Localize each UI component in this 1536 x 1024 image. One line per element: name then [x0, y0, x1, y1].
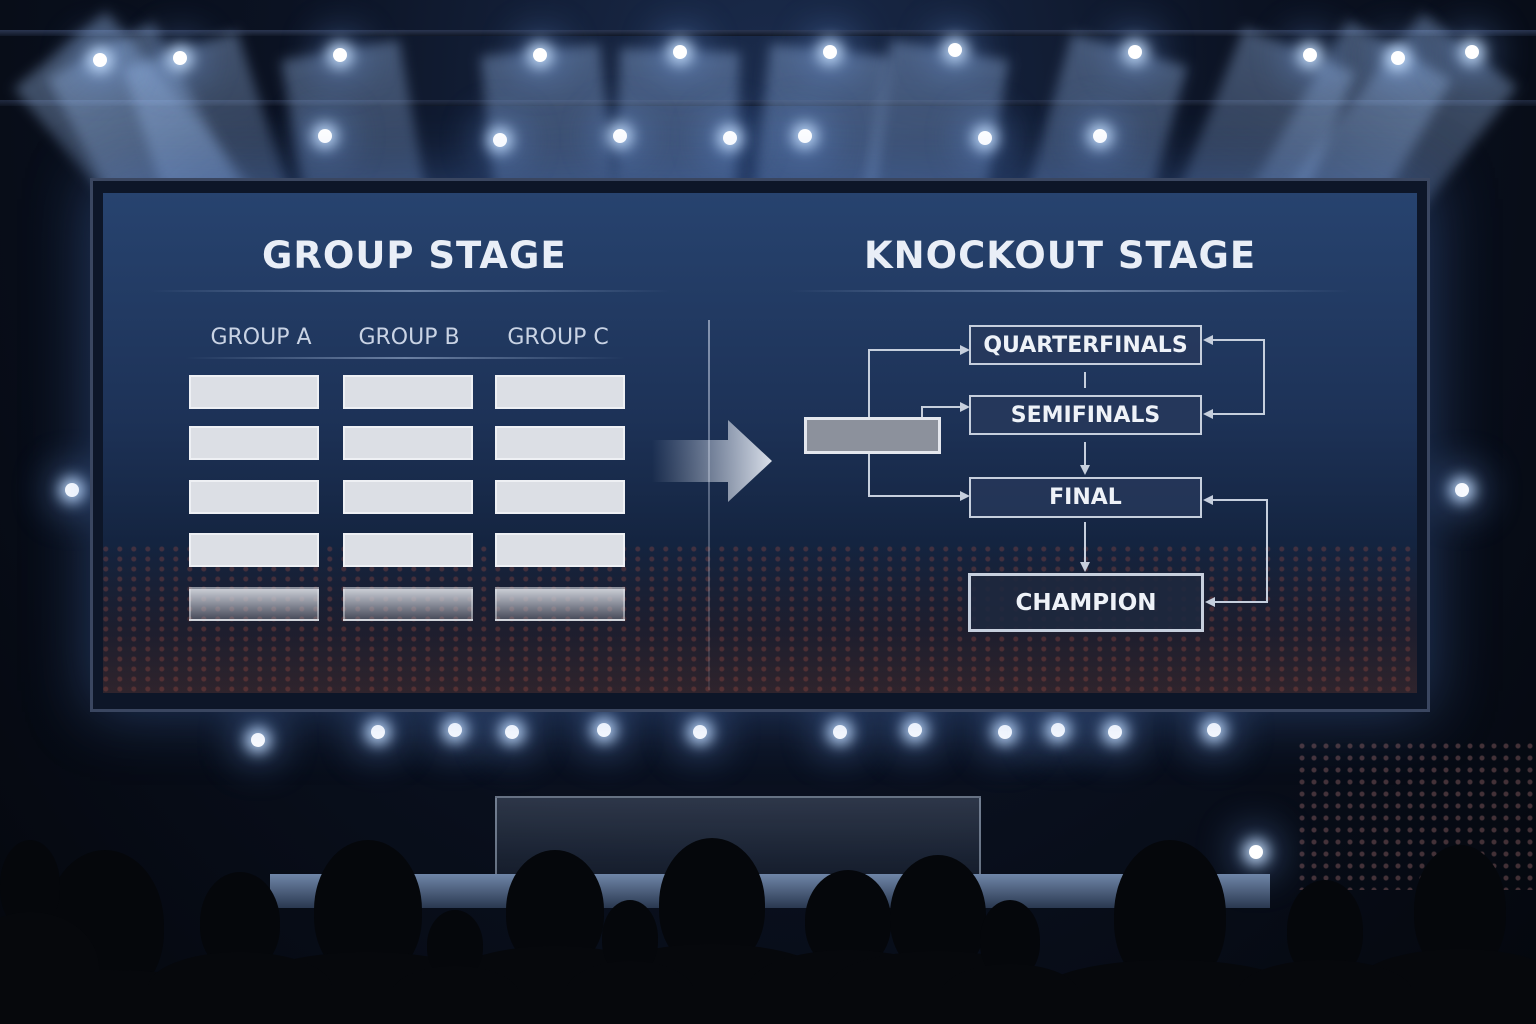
spotlight	[533, 48, 547, 62]
knockout-stage-underline	[790, 290, 1350, 292]
group-slot	[495, 375, 625, 409]
spotlight	[1093, 129, 1107, 143]
lighting-truss-top	[0, 30, 1536, 36]
spotlight	[948, 43, 962, 57]
spotlight	[173, 51, 187, 65]
group-c-label: GROUP C	[507, 325, 609, 350]
audience-shoulders	[1237, 960, 1413, 1024]
group-slot	[189, 587, 319, 621]
group-slot	[495, 426, 625, 460]
group-stage-title: GROUP STAGE	[262, 234, 567, 277]
arena-floor	[270, 874, 1270, 908]
spotlight	[833, 725, 847, 739]
group-a-label: GROUP A	[210, 325, 312, 350]
spotlight	[1455, 483, 1469, 497]
quarterfinals-label: QUARTERFINALS	[983, 332, 1188, 358]
spotlight	[333, 48, 347, 62]
quarterfinals-box: QUARTERFINALS	[969, 325, 1202, 365]
group-slot	[343, 426, 473, 460]
lighting-truss-middle	[0, 100, 1536, 106]
spotlight	[1207, 723, 1221, 737]
final-label: FINAL	[1049, 485, 1122, 510]
final-box: FINAL	[969, 477, 1202, 518]
spotlight	[597, 723, 611, 737]
group-slot	[343, 375, 473, 409]
audience-stands-right	[1296, 740, 1536, 890]
spotlight	[1051, 723, 1065, 737]
spotlight	[65, 483, 79, 497]
spotlight	[1249, 845, 1263, 859]
spotlight	[505, 725, 519, 739]
group-slot	[495, 533, 625, 567]
group-slot	[189, 375, 319, 409]
spotlight	[978, 131, 992, 145]
group-slot	[189, 533, 319, 567]
audience-shoulders	[565, 960, 695, 1024]
champion-box: CHAMPION	[968, 573, 1204, 632]
spotlight	[798, 129, 812, 143]
spotlight	[823, 45, 837, 59]
spotlight	[318, 129, 332, 143]
spotlight	[998, 725, 1012, 739]
spotlight	[723, 131, 737, 145]
spotlight	[1303, 48, 1317, 62]
audience-shoulders	[148, 952, 332, 1024]
group-slot	[495, 587, 625, 621]
group-labels-underline	[185, 357, 625, 359]
spotlight	[371, 725, 385, 739]
semifinals-box: SEMIFINALS	[969, 395, 1202, 435]
spotlight	[1391, 51, 1405, 65]
screen-display	[103, 193, 1417, 693]
knockout-stage-title: KNOCKOUT STAGE	[864, 234, 1257, 277]
group-slot	[495, 480, 625, 514]
spotlight	[693, 725, 707, 739]
semifinals-label: SEMIFINALS	[1010, 402, 1161, 428]
bracket-entry-slot	[804, 417, 941, 454]
spotlight	[673, 45, 687, 59]
audience-shoulders	[941, 964, 1079, 1024]
group-slot	[343, 587, 473, 621]
spotlight	[93, 53, 107, 67]
group-slot	[343, 533, 473, 567]
spotlight	[251, 733, 265, 747]
group-b-label: GROUP B	[358, 325, 460, 350]
spotlight	[493, 133, 507, 147]
group-slot	[189, 426, 319, 460]
group-stage-underline	[150, 290, 670, 292]
spotlight	[613, 129, 627, 143]
spotlight	[908, 723, 922, 737]
spotlight	[1128, 45, 1142, 59]
stage-divider	[708, 320, 710, 690]
transition-arrow	[652, 420, 772, 502]
audience-shoulders	[390, 966, 520, 1024]
group-slot	[189, 480, 319, 514]
spotlight	[1108, 725, 1122, 739]
spotlight	[448, 723, 462, 737]
spotlight	[1465, 45, 1479, 59]
group-slot	[343, 480, 473, 514]
champion-label: CHAMPION	[1015, 589, 1157, 616]
